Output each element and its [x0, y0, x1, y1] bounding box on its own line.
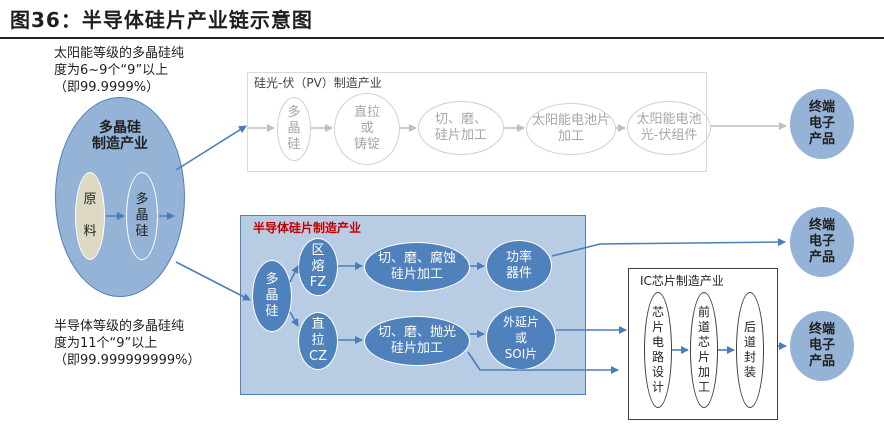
- arrow-semi-poly-to-fz: [289, 265, 299, 283]
- polysilicon-label: 多晶硅 制造产业: [92, 120, 148, 152]
- polysilicon-node: 多 晶 硅: [126, 172, 158, 260]
- ic-front-end-node: 前 道 芯 片 加 工: [690, 292, 718, 408]
- arrow-semi-poly-to-cz: [289, 311, 299, 327]
- semi-polysilicon-node: 多 晶 硅: [252, 260, 292, 332]
- terminal-product-node-pv: 终端 电子 产品: [789, 88, 855, 160]
- arrow-cut-to-ic: [467, 351, 619, 374]
- power-device-node: 功率 器件: [486, 240, 552, 292]
- cz-wafer-processing-node: 切、磨、抛光 硅片加工: [364, 316, 470, 366]
- solar-grade-line-2: 度为6~9个“9”以上: [54, 63, 169, 78]
- figure-title: 图36：半导体硅片产业链示意图: [10, 8, 313, 32]
- semi-grade-line-2: 度为11个“9”以上: [54, 336, 158, 351]
- pv-step-solar-module: 太阳能电池 光-伏组件: [627, 101, 711, 155]
- pv-step-czochralski-ingot: 直拉 或 铸锭: [334, 93, 400, 165]
- arrow-power-to-terminal: [551, 238, 786, 257]
- pv-step-polysilicon: 多 晶 硅: [277, 97, 311, 161]
- raw-material-node: 原 料: [75, 172, 105, 260]
- arrow-poly-to-pv: [175, 125, 247, 171]
- pv-industry-title: 硅光-伏（PV）制造产业: [254, 76, 382, 90]
- float-zone-node: 区 熔 FZ: [298, 238, 338, 296]
- terminal-product-node-ic: 终端 电子 产品: [789, 310, 855, 382]
- semi-grade-line-3: （即99.999999999%）: [54, 353, 201, 368]
- semiconductor-industry-title: 半导体硅片制造产业: [253, 221, 362, 235]
- arrow-poly-to-semi: [175, 261, 251, 301]
- ic-packaging-node: 后 道 封 装: [736, 292, 764, 408]
- terminal-product-node-power: 终端 电子 产品: [789, 206, 855, 278]
- ic-industry-title: IC芯片制造产业: [640, 274, 724, 288]
- title-divider: [0, 37, 884, 39]
- pv-step-wafer-processing: 切、磨、 硅片加工: [418, 101, 504, 155]
- ic-circuit-design-node: 芯 片 电 路 设 计: [644, 292, 672, 408]
- semi-grade-note: 半导体等级的多晶硅纯 度为11个“9”以上 （即99.999999999%）: [54, 318, 200, 369]
- solar-grade-line-3: （即99.9999%）: [54, 80, 160, 95]
- czochralski-node: 直 拉 CZ: [298, 312, 338, 370]
- fz-wafer-processing-node: 切、磨、腐蚀 硅片加工: [364, 242, 470, 292]
- semi-grade-line-1: 半导体等级的多晶硅纯: [54, 319, 185, 334]
- solar-grade-note: 太阳能等级的多晶硅纯 度为6~9个“9”以上 （即99.9999%）: [54, 45, 184, 96]
- pv-step-solar-cell: 太阳能电池片 加工: [526, 103, 616, 155]
- solar-grade-line-1: 太阳能等级的多晶硅纯: [54, 46, 185, 61]
